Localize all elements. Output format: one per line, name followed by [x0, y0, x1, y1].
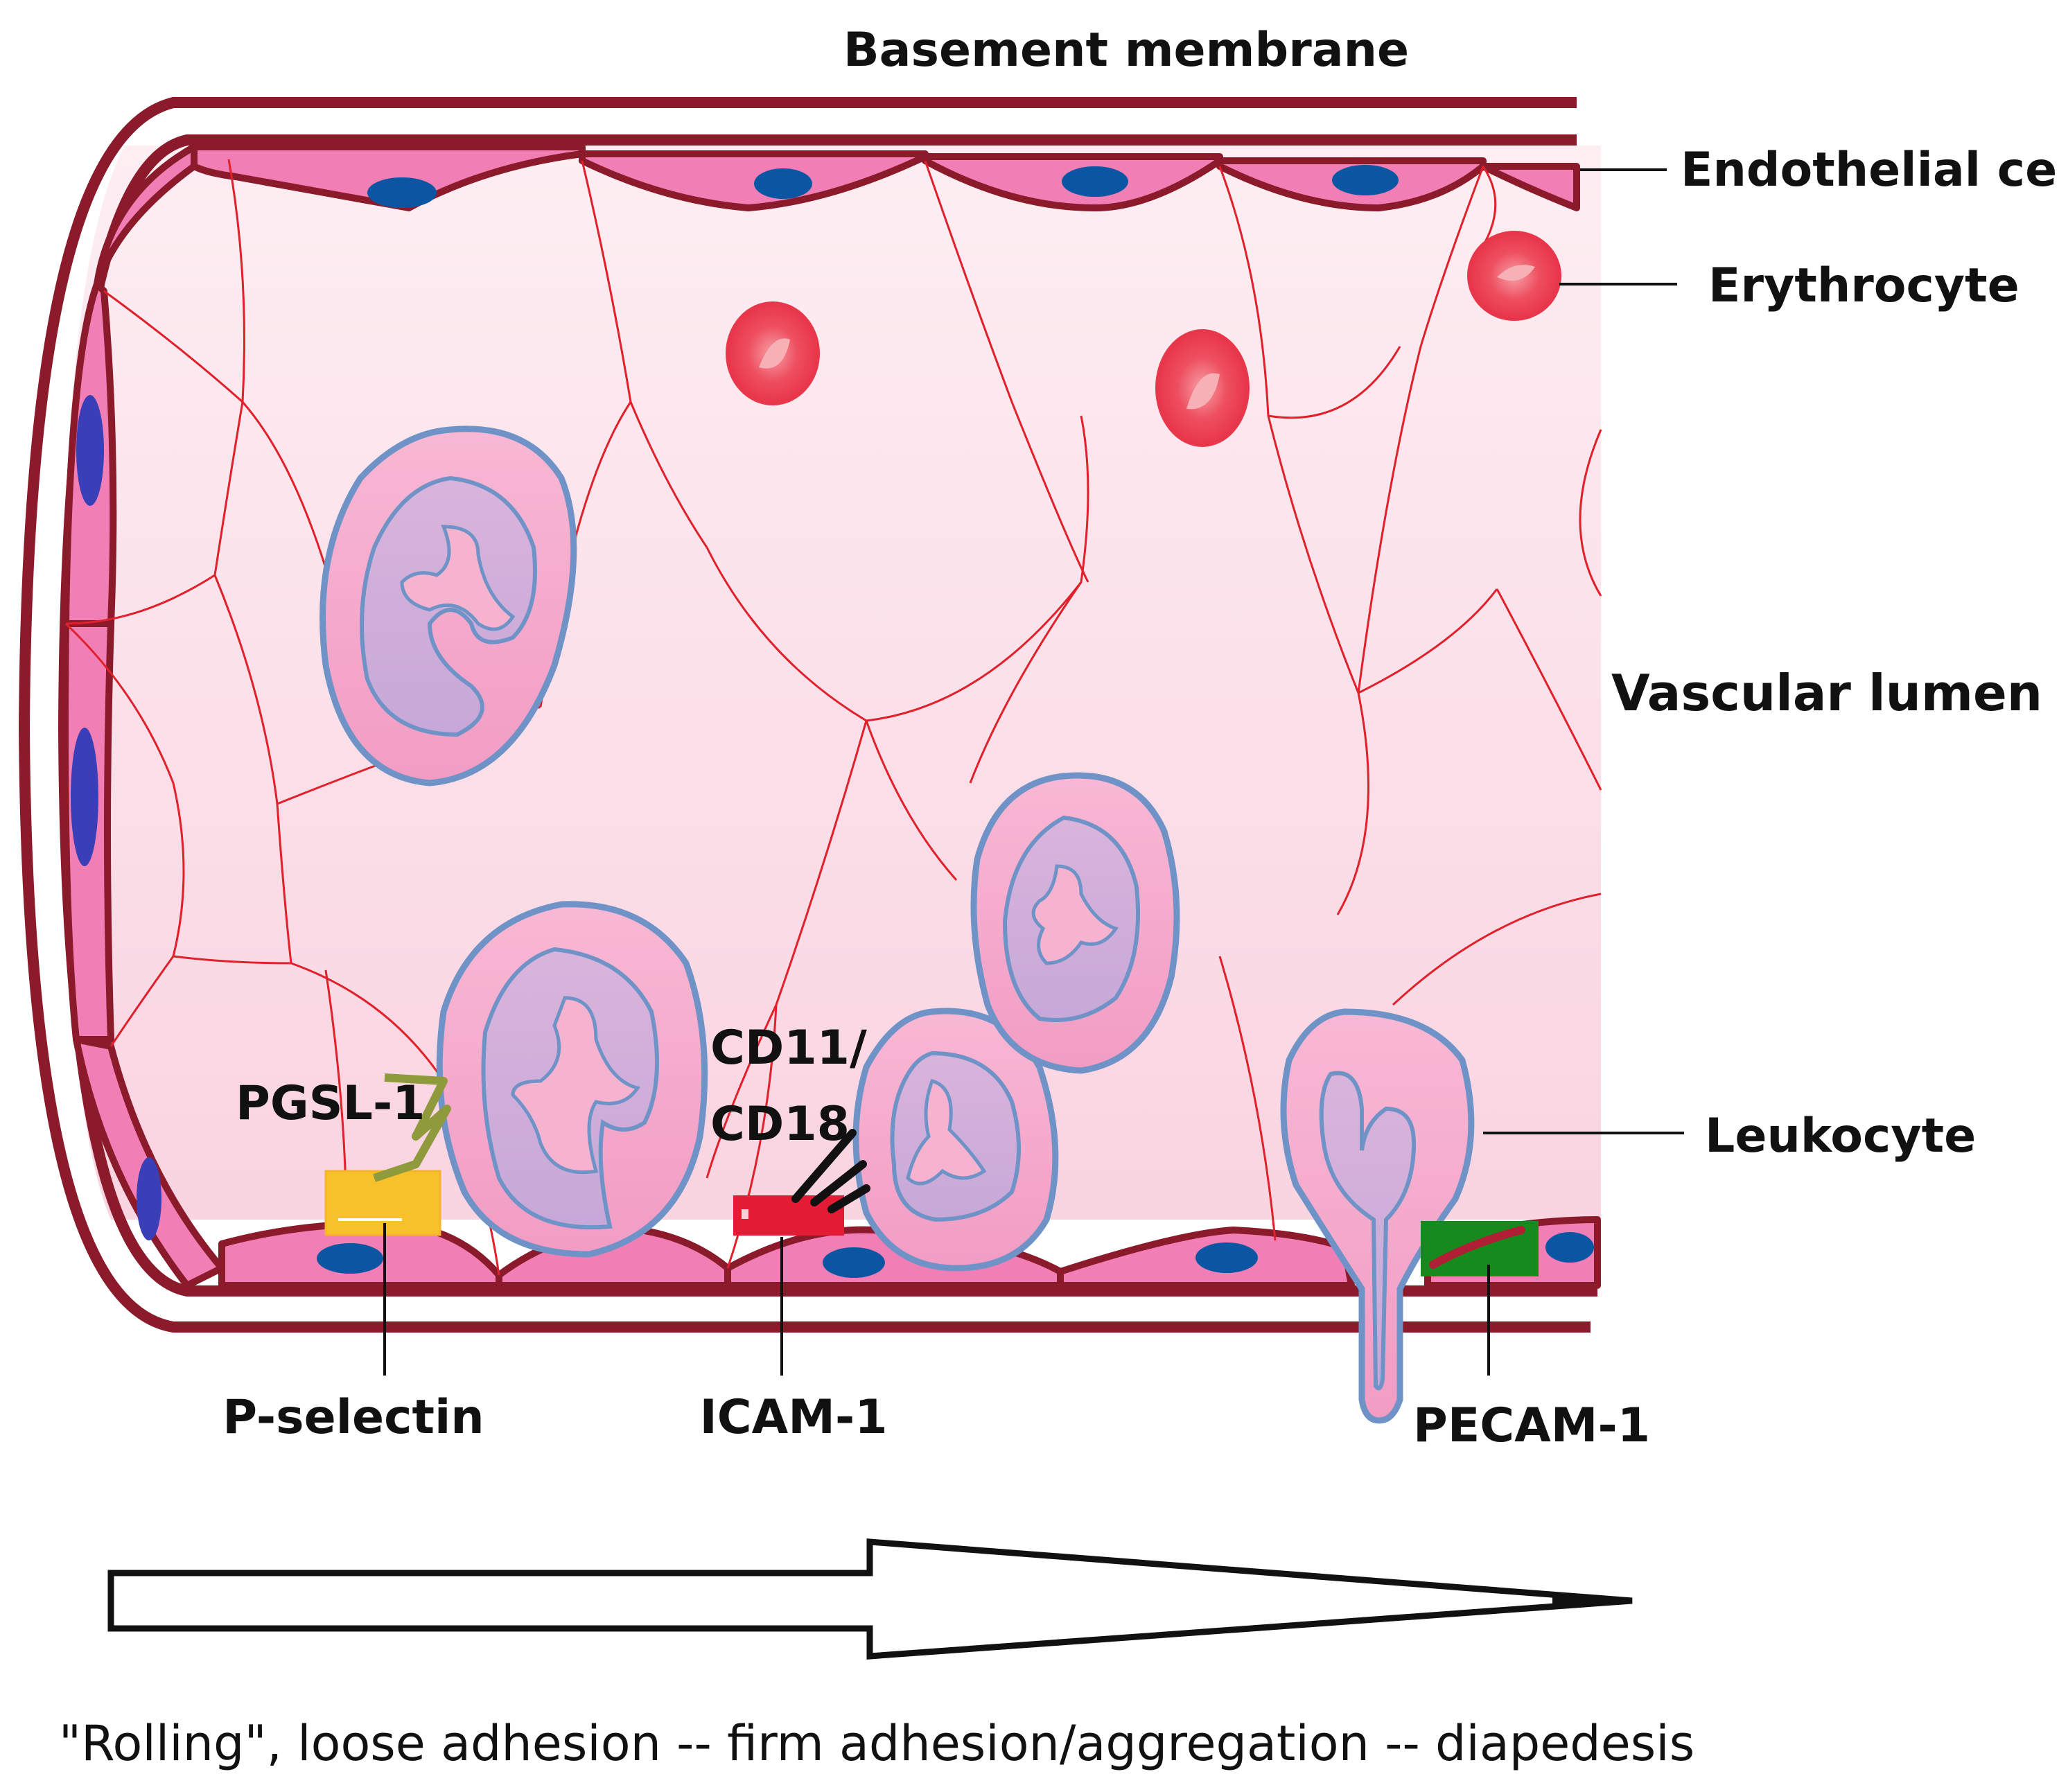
- basement-membrane-outer: [18, 97, 1591, 1333]
- endothelial-nuclei-bottom: [317, 1232, 1594, 1278]
- endothelial-nucleus: [76, 395, 104, 506]
- label-endothelial-cells: Endothelial cells: [1681, 143, 2059, 197]
- endothelial-nucleus: [1332, 165, 1399, 195]
- leukocytes: [319, 425, 1475, 1424]
- endothelial-junctions: [64, 159, 1602, 1276]
- erythrocyte-cell: [1467, 231, 1561, 321]
- leukocyte-cell: [436, 901, 708, 1258]
- cd11-cd18-integrin: [791, 1129, 870, 1213]
- label-leukocyte: Leukocyte: [1705, 1109, 1976, 1163]
- label-basement-membrane: Basement membrane: [843, 23, 1409, 78]
- adhesion-molecules: [324, 1073, 1539, 1276]
- erythrocytes: [726, 231, 1561, 447]
- label-pecam1: PECAM-1: [1413, 1398, 1650, 1453]
- erythrocyte-cell: [726, 301, 820, 405]
- label-cd11: CD11/: [710, 1021, 867, 1075]
- endothelial-nucleus: [317, 1243, 383, 1274]
- label-cd18: CD18: [710, 1097, 850, 1152]
- label-p-selectin: P-selectin: [222, 1390, 484, 1445]
- erythrocyte-cell: [1155, 329, 1250, 447]
- label-pgsl1: PGSL-1: [236, 1076, 426, 1131]
- leukocyte-cell: [852, 1008, 1059, 1272]
- label-erythrocyte: Erythrocyte: [1708, 258, 2019, 313]
- leukocyte-cell: [319, 425, 577, 787]
- endothelial-nucleus: [1195, 1242, 1258, 1273]
- endothelial-nucleus: [1545, 1232, 1594, 1263]
- endothelial-nucleus: [367, 177, 437, 208]
- leader-lines: [383, 168, 1684, 1376]
- pgsl1-ligand: [373, 1073, 451, 1182]
- label-vascular-lumen: Vascular lumen: [1611, 664, 2042, 722]
- leukocyte-cell-diapedesis: [1280, 1008, 1475, 1424]
- endothelial-nucleus: [137, 1157, 161, 1240]
- endothelial-nucleus: [754, 168, 812, 199]
- icam1-marker: [733, 1195, 844, 1236]
- process-caption: "Rolling", loose adhesion -- firm adhesi…: [59, 1715, 1694, 1772]
- endothelial-nuclei-left: [71, 395, 161, 1240]
- process-arrow: [107, 1538, 1633, 1660]
- labels: Basement membrane Endothelial cells Eryt…: [222, 23, 2059, 1453]
- leukocyte-cell: [970, 772, 1180, 1074]
- endothelial-nucleus: [71, 728, 98, 866]
- label-icam1: ICAM-1: [699, 1390, 887, 1445]
- endothelial-nucleus: [823, 1247, 885, 1278]
- endothelial-nuclei-top: [367, 165, 1399, 208]
- endothelial-nucleus: [1062, 166, 1128, 197]
- p-selectin-marker: [324, 1170, 441, 1236]
